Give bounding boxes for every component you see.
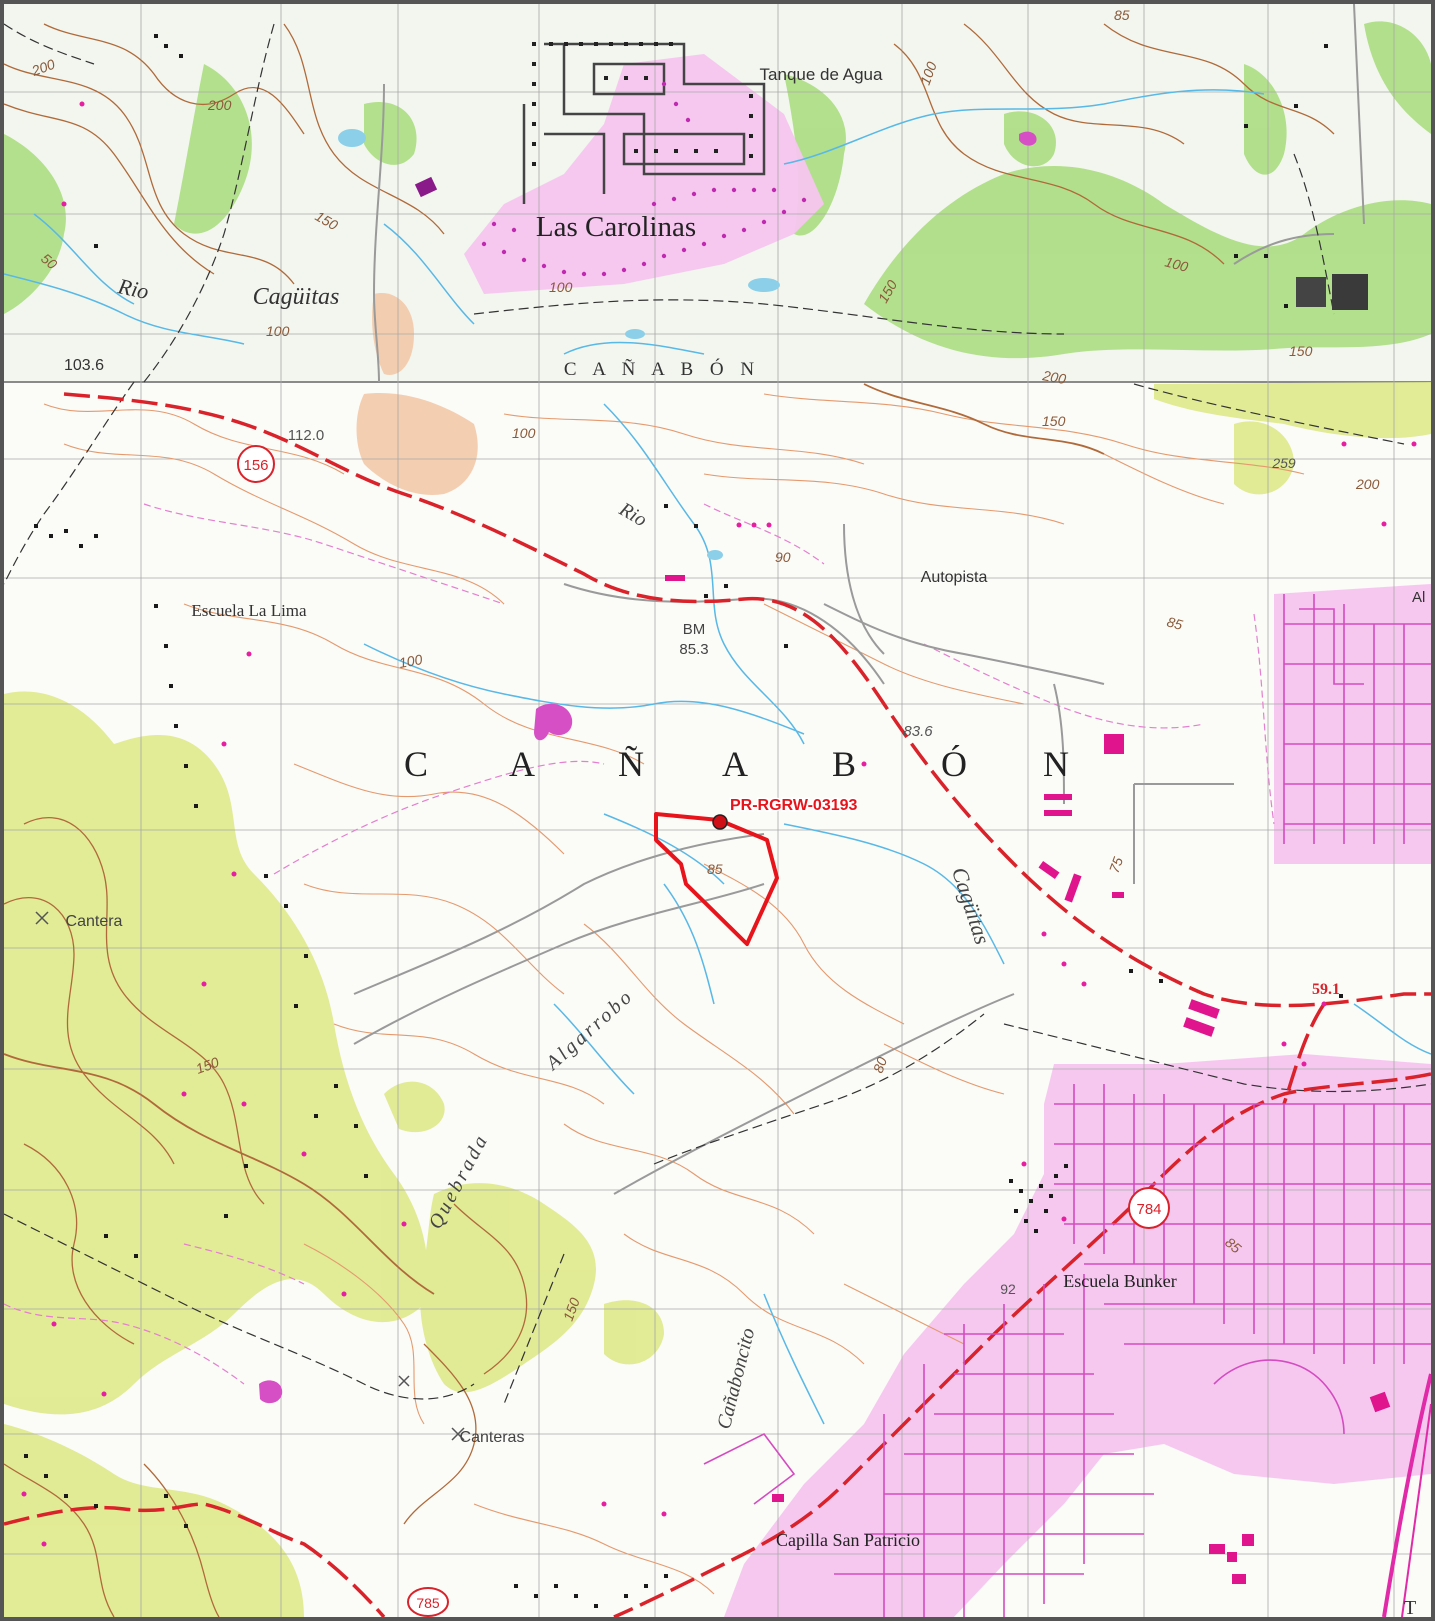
contour-label: 85 bbox=[1114, 7, 1130, 23]
las-carolinas-buildings bbox=[532, 42, 753, 166]
label-barrio-canabon-letter: B bbox=[832, 744, 856, 784]
route-shield-785-label: 785 bbox=[416, 1595, 440, 1611]
contour-label: 100 bbox=[917, 59, 940, 87]
map-labels: Las Carolinas Tanque de Agua Escuela La … bbox=[29, 7, 1426, 1617]
label-las-carolinas: Las Carolinas bbox=[536, 211, 696, 243]
label-barrio-canabon-letter: A bbox=[509, 744, 535, 784]
label-escuela-la-lima: Escuela La Lima bbox=[191, 601, 307, 620]
label-autopista: Autopista bbox=[921, 569, 988, 586]
site-point-marker[interactable] bbox=[712, 814, 728, 830]
label-barrio-canabon-letter: Ó bbox=[941, 744, 967, 784]
elevation-83-6: 83.6 bbox=[903, 723, 933, 740]
label-canaboncito: Cañaboncito bbox=[713, 1326, 759, 1432]
map-base bbox=[4, 4, 1431, 1617]
urban-street-grid-east bbox=[1283, 594, 1431, 844]
contour-label: 85 bbox=[707, 861, 723, 877]
water-features bbox=[4, 89, 1431, 1425]
survey-grid bbox=[4, 4, 1431, 1617]
contour-label: 150 bbox=[560, 1295, 583, 1323]
route-shield-785: 785 bbox=[407, 1587, 449, 1617]
elevation-59-1: 59.1 bbox=[1312, 981, 1340, 998]
magenta-buildings bbox=[665, 575, 1391, 1584]
contour-label: 150 bbox=[1289, 343, 1313, 359]
contour-label: 150 bbox=[1042, 413, 1066, 429]
contour-label: 85 bbox=[1165, 613, 1184, 633]
label-barrio-canabon-letter: N bbox=[1043, 744, 1069, 784]
label-barrio-canabon-small: C A Ñ A B Ó N bbox=[564, 358, 760, 380]
building-las-carolinas-west bbox=[414, 176, 438, 198]
trails bbox=[4, 23, 1431, 1405]
elevation-bm-value: 85.3 bbox=[679, 641, 708, 658]
contour-label: 75 bbox=[1106, 855, 1126, 875]
las-carolinas-dots bbox=[481, 81, 807, 277]
label-capilla-san-patricio: Capilla San Patricio bbox=[776, 1530, 920, 1550]
contour-label: 150 bbox=[194, 1054, 222, 1077]
contour-label: 100 bbox=[512, 425, 536, 441]
local-roads bbox=[4, 503, 1275, 1385]
label-caguitas-top: Cagüitas bbox=[253, 284, 340, 310]
label-algarrobo: Algarrobo bbox=[540, 985, 638, 1076]
buildings bbox=[24, 34, 1343, 1608]
tank-enclosure bbox=[1332, 274, 1368, 310]
label-barrio-canabon-letter: C bbox=[404, 744, 428, 784]
elevation-92: 92 bbox=[1000, 1281, 1016, 1297]
expressway bbox=[1382, 1373, 1431, 1617]
contour-label: 100 bbox=[1163, 253, 1190, 275]
rural-dwellings bbox=[21, 101, 1417, 1547]
site-marker[interactable]: PR-RGRW-03193 bbox=[654, 796, 859, 946]
quarry-symbols bbox=[35, 911, 465, 1441]
label-t-cut: T bbox=[1404, 1597, 1416, 1617]
contour-label: 200 bbox=[29, 56, 58, 79]
label-barrio-canabon-letter: A bbox=[722, 744, 748, 784]
contour-label: 200 bbox=[1040, 367, 1067, 387]
label-al-cut: Al bbox=[1412, 589, 1425, 606]
contour-label: 200 bbox=[207, 97, 232, 113]
label-cantera: Cantera bbox=[66, 913, 123, 930]
label-canteras: Canteras bbox=[460, 1429, 525, 1446]
label-escuela-bunker: Escuela Bunker bbox=[1063, 1271, 1176, 1291]
label-rio-mid: Rio bbox=[615, 498, 651, 531]
elevation-bm-label: BM bbox=[683, 621, 706, 638]
label-tanque-de-agua: Tanque de Agua bbox=[760, 65, 883, 84]
elevation-112-0: 112.0 bbox=[288, 427, 324, 444]
route-shield-156-label: 156 bbox=[243, 457, 268, 474]
route-shield-784: 784 bbox=[1128, 1187, 1170, 1229]
ponds bbox=[338, 129, 780, 560]
contour-label: 80 bbox=[870, 1055, 890, 1075]
vegetation-yellow bbox=[4, 382, 1431, 1617]
highways bbox=[4, 392, 1431, 1617]
elevation-103-6: 103.6 bbox=[64, 357, 104, 374]
site-boundary[interactable] bbox=[654, 812, 779, 946]
pink-ponds bbox=[259, 131, 1037, 1404]
contour-lines bbox=[4, 23, 1335, 1617]
contour-label: 90 bbox=[775, 549, 791, 565]
contour-label: 100 bbox=[266, 323, 290, 339]
elevation-259: 259 bbox=[1271, 455, 1296, 471]
contour-label: 100 bbox=[398, 651, 424, 671]
site-id-label: PR-RGRW-03193 bbox=[730, 797, 858, 814]
route-shield-156: 156 bbox=[237, 445, 275, 483]
label-barrio-canabon-letter: Ñ bbox=[618, 744, 644, 784]
contour-label: 100 bbox=[549, 279, 573, 295]
label-caguitas-mid: Cagüitas bbox=[947, 864, 995, 947]
urban-street-grid-south bbox=[703, 1084, 1431, 1617]
contour-label: 200 bbox=[1355, 476, 1380, 492]
route-shield-784-label: 784 bbox=[1136, 1201, 1161, 1218]
las-carolinas-streets bbox=[522, 42, 766, 204]
